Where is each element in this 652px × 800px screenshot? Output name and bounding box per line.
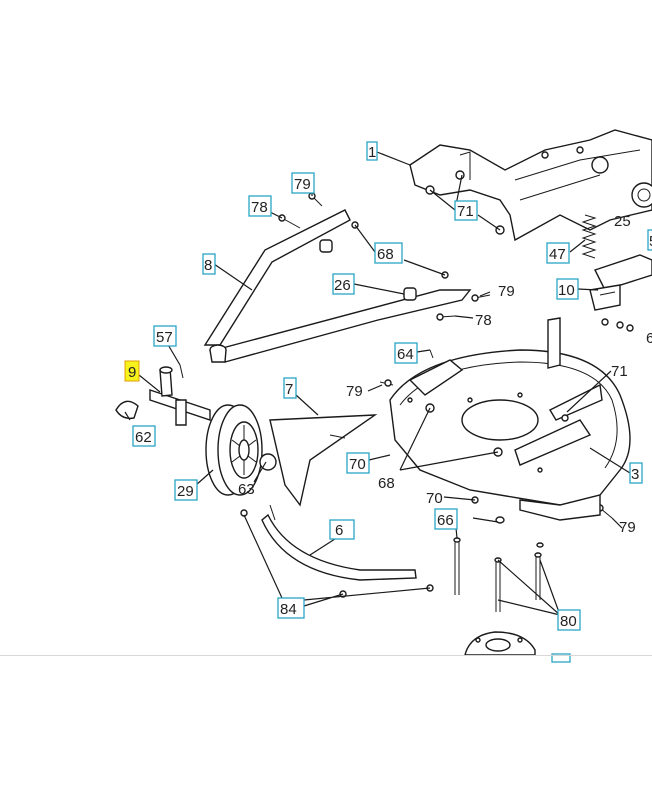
label-79d: 79 [619,519,636,536]
blade-hub-part [464,631,536,656]
label-6: 6 [329,519,355,540]
label-78b: 78 [475,312,492,329]
label-6b: 6 [646,330,652,347]
axle-part [115,366,211,426]
label-80: 80 [557,609,581,631]
svg-text:29: 29 [177,483,194,500]
svg-text:68: 68 [377,246,394,263]
svg-text:78: 78 [251,199,268,216]
skirt-part [240,496,479,598]
svg-text:62: 62 [135,429,152,446]
spring-part [581,214,597,259]
deflector-part [269,414,378,507]
label-1: 1 [366,141,378,161]
label-8: 8 [202,253,216,275]
svg-text:71: 71 [457,203,474,220]
svg-text:6: 6 [335,522,343,539]
label-70b: 70 [426,490,443,507]
svg-text:25: 25 [614,213,631,230]
label-9: 9 [124,360,140,382]
label-partial-bottom [551,653,571,663]
svg-text:68: 68 [378,475,395,492]
label-84: 84 [277,597,305,619]
svg-text:57: 57 [156,329,173,346]
label-78a: 78 [248,195,272,217]
svg-text:7: 7 [285,381,293,398]
label-25: 25 [614,213,631,230]
svg-text:63: 63 [238,481,255,498]
wheel-part [205,404,277,496]
label-66: 66 [434,508,458,530]
label-7: 7 [283,377,297,399]
svg-text:71: 71 [611,363,628,380]
label-10: 10 [556,278,579,300]
label-71b: 71 [611,363,628,380]
label-26: 26 [332,273,355,295]
bracket-part [589,254,652,332]
label-70a: 70 [346,452,370,474]
label-29: 29 [174,479,198,501]
svg-text:66: 66 [437,512,454,529]
svg-text:79: 79 [498,283,515,300]
svg-text:10: 10 [558,282,575,299]
svg-text:5: 5 [649,233,652,250]
svg-text:26: 26 [334,277,351,294]
label-79c: 79 [346,383,363,400]
svg-text:70: 70 [349,456,366,473]
label-68b: 68 [378,475,395,492]
svg-text:79: 79 [619,519,636,536]
svg-text:64: 64 [397,346,414,363]
svg-text:9: 9 [128,364,136,381]
label-68a: 68 [374,242,403,264]
label-3: 3 [629,462,643,484]
label-63: 63 [238,481,255,498]
svg-text:79: 79 [346,383,363,400]
label-62: 62 [132,425,156,447]
label-57: 57 [153,325,177,347]
label-5: 5 [647,229,652,251]
label-79a: 79 [291,172,315,194]
svg-text:78: 78 [475,312,492,329]
label-71a: 71 [454,200,478,221]
svg-text:79: 79 [294,176,311,193]
svg-text:70: 70 [426,490,443,507]
svg-text:1: 1 [368,144,376,161]
label-47: 47 [546,242,570,264]
svg-text:6: 6 [646,330,652,347]
svg-text:8: 8 [204,257,212,274]
leader-lines [124,151,631,616]
handle-frame-part [203,209,472,363]
svg-text:80: 80 [560,613,577,630]
divider [0,655,652,656]
svg-text:84: 84 [280,601,297,618]
svg-text:47: 47 [549,246,566,263]
svg-text:3: 3 [631,466,639,483]
label-79b: 79 [498,283,515,300]
deck-part [389,317,631,521]
long-bolts-part [453,516,544,612]
label-64: 64 [394,342,418,364]
